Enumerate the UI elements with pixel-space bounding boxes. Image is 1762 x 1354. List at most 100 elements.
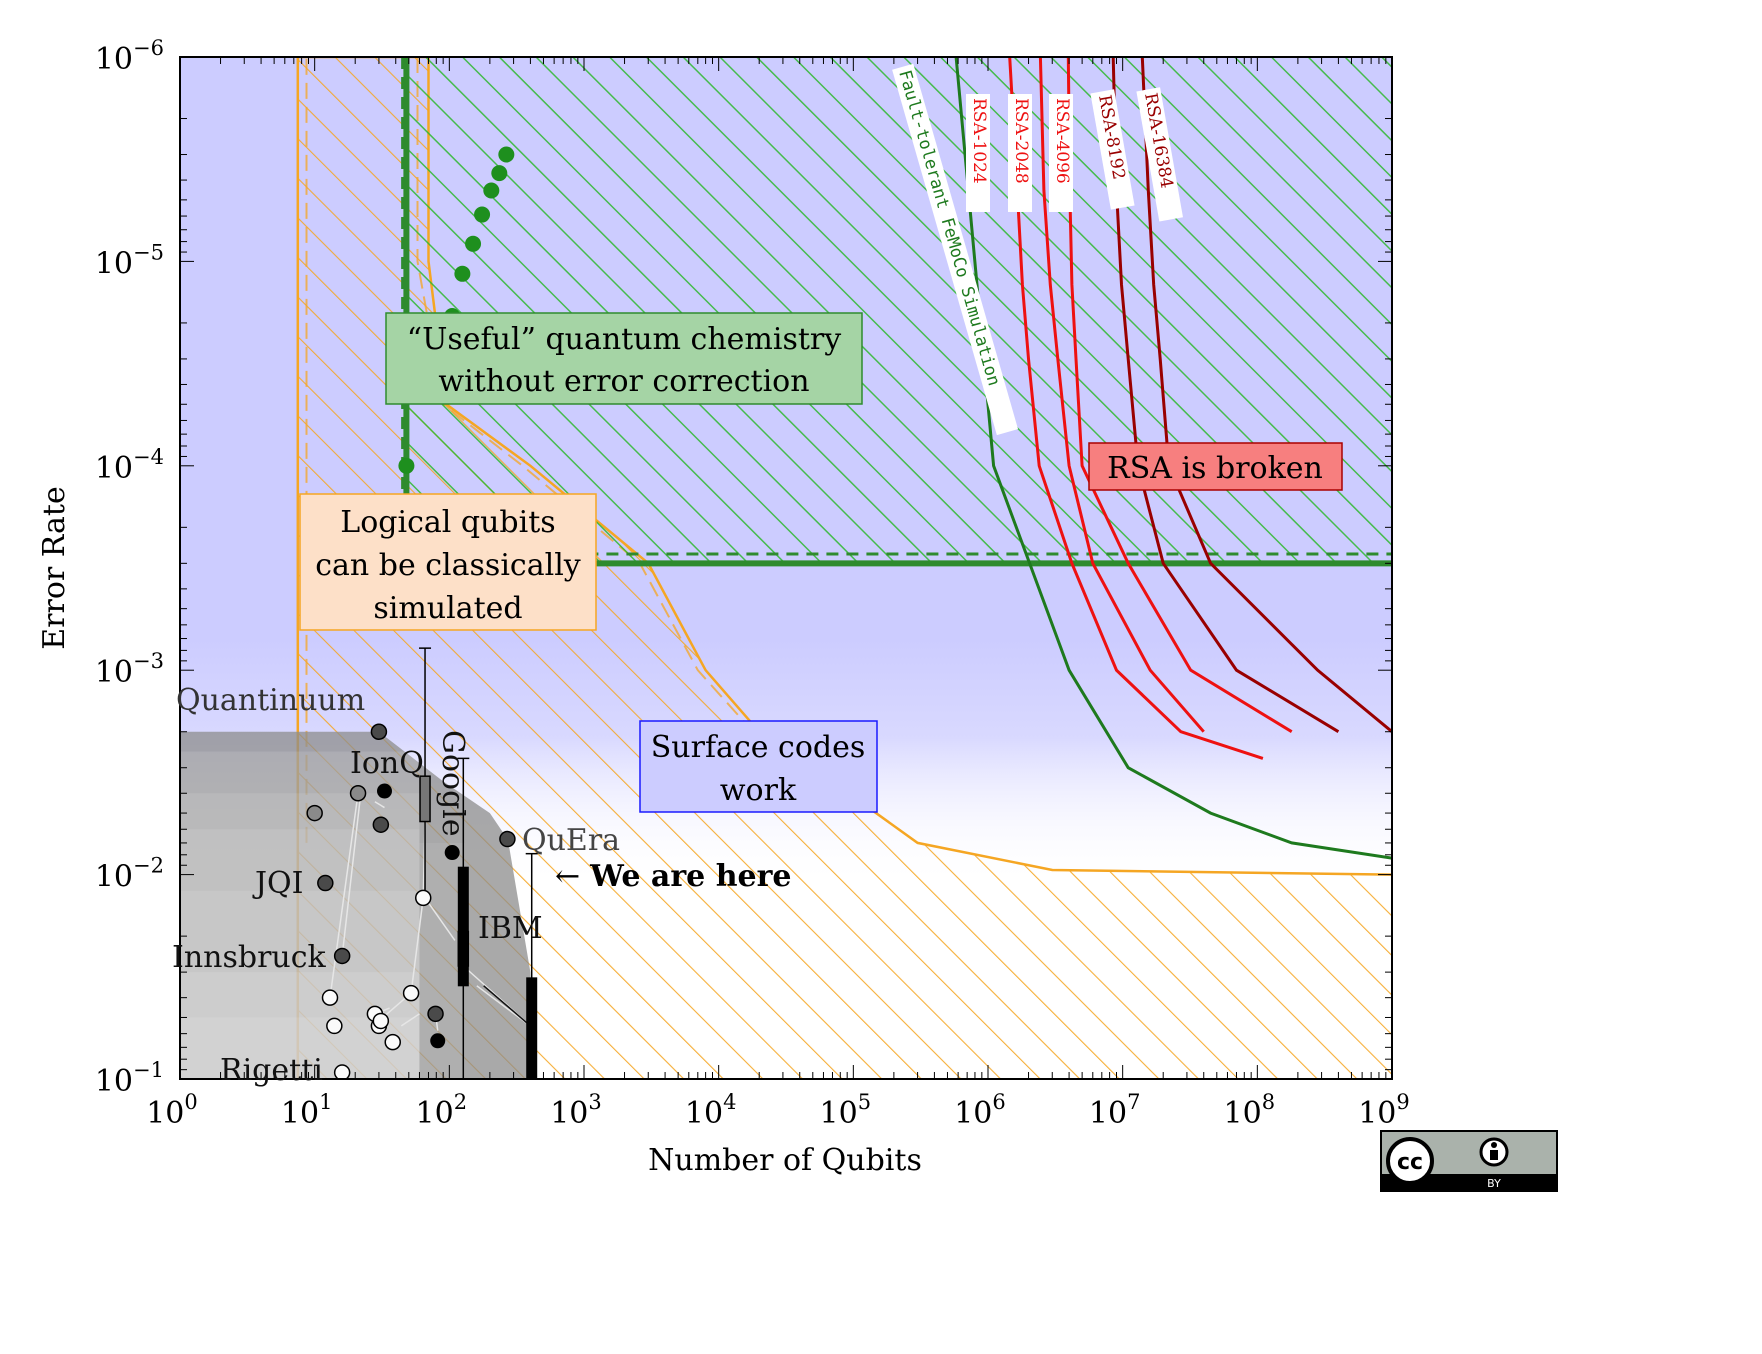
hardware-dot-gray [306,804,323,822]
x-tick-exp: 5 [858,1090,871,1114]
attribution-person-icon [1479,1137,1509,1167]
hardware-bar-black [526,977,538,1079]
y-tick-label: 10−1 [95,1058,164,1099]
hardware-progress-link [400,1013,420,1027]
svg-text:RSA-2048: RSA-2048 [1011,98,1031,184]
x-tick-exp: 8 [1262,1090,1275,1114]
x-tick-base: 10 [146,1096,184,1131]
y-tick-exp: −1 [133,1058,164,1082]
chem-dot [465,235,482,252]
hardware-dot-open [384,1033,401,1051]
label-google: Google [435,730,470,837]
hardware-dot-open [326,1017,343,1035]
hardware-region-step [180,829,420,1079]
x-tick-base: 10 [820,1096,858,1131]
y-axis-label: Error Rate [37,486,72,650]
label-ibm: IBM [478,911,543,946]
label-quantinuum: Quantinuum [176,683,365,718]
we-are-here-annotation: ←We are here [555,859,791,894]
hardware-dot-gray [349,785,367,802]
chem-dot [474,206,491,223]
classical-sim-label-line-1: Logical qubits [340,505,555,540]
y-tick-base: 10 [95,42,133,77]
y-tick-exp: −2 [133,854,164,878]
plot-frame [179,56,1393,1080]
x-tick-base: 10 [1224,1096,1262,1131]
classical-sim-label-line-2: can be classically [315,548,581,583]
cc-by-license-badge: cc BY [1380,1130,1558,1192]
hardware-dot-black [430,1033,446,1049]
rsa-2048-label: RSA-2048 [1008,94,1032,212]
chem-label-box: “Useful” quantum chemistry without error… [385,312,863,405]
hardware-dot-open [372,1012,390,1030]
x-tick-exp: 4 [723,1090,736,1114]
x-tick-exp: 3 [588,1090,601,1114]
hardware-dot-dark [372,816,390,833]
x-tick-base: 10 [685,1096,723,1131]
curve-rsa-2048 [1038,57,1205,733]
we-are-here-text: We are here [589,859,791,894]
chem-dot [398,457,415,474]
surface-codes-label-line-1: Surface codes [651,730,866,765]
hardware-region-step [180,890,420,1079]
y-tick-exp: −4 [133,445,164,469]
surface-codes-label-line-2: work [720,773,797,808]
hardware-dot-dark [317,874,334,892]
y-tick-label: 10−2 [95,854,164,895]
rsa-1024-label: RSA-1024 [966,94,990,212]
hardware-progress-link [374,801,385,809]
x-tick-base: 10 [416,1096,454,1131]
y-tick-exp: −6 [133,36,164,60]
x-tick-base: 10 [1089,1096,1127,1131]
x-tick-label: 105 [820,1090,872,1131]
x-tick-exp: 2 [454,1090,467,1114]
svg-text:RSA-4096: RSA-4096 [1052,98,1072,184]
x-tick-base: 10 [550,1096,588,1131]
license-text: BY [1487,1177,1501,1190]
y-tick-base: 10 [95,860,133,895]
hardware-capability-region [180,731,534,1079]
y-tick-exp: −5 [133,240,164,264]
x-tick-exp: 7 [1127,1090,1140,1114]
y-tick-label: 10−4 [95,445,164,486]
x-axis-label: Number of Qubits [648,1143,922,1178]
x-tick-label: 100 [146,1090,198,1131]
hardware-dot-open [402,984,420,1002]
label-ionq: IonQ [350,746,424,781]
rsa-4096-label: RSA-4096 [1049,94,1073,212]
chem-dot [483,182,500,199]
rsa-broken-label-box: RSA is broken [1088,442,1343,491]
hardware-dot-open [321,989,339,1006]
y-tick-base: 10 [95,451,133,486]
hardware-dot-black [376,783,392,799]
rsa-16384-label: RSA-16384 [1136,87,1183,222]
y-tick-base: 10 [95,655,133,690]
x-tick-label: 106 [954,1090,1006,1131]
x-tick-label: 101 [281,1090,333,1131]
chem-label-line-2: without error correction [438,364,809,399]
hardware-bar-gray [419,775,431,823]
x-tick-label: 104 [685,1090,737,1131]
chem-dot [454,265,471,282]
x-tick-label: 103 [550,1090,602,1131]
x-tick-label: 108 [1224,1090,1276,1131]
svg-text:RSA-1024: RSA-1024 [969,98,989,184]
hardware-dot-black [444,845,460,861]
region-chemistry-hatch [406,57,1392,564]
label-jqi: JQI [252,866,303,901]
x-tick-base: 10 [281,1096,319,1131]
classical-sim-label-box: Logical qubits can be classically simula… [299,493,597,631]
hardware-progress-link [483,985,531,1027]
x-tick-exp: 1 [319,1090,332,1114]
chem-label-line-1: “Useful” quantum chemistry [407,322,841,357]
label-rigetti: Rigetti [220,1053,323,1088]
label-quera: QuEra [522,823,620,858]
svg-text:cc: cc [1397,1150,1423,1175]
y-tick-base: 10 [95,246,133,281]
x-tick-label: 109 [1358,1090,1410,1131]
curve-rsa-16384 [1140,57,1392,733]
region-classical-sim-hatch [297,57,1392,1079]
x-tick-exp: 9 [1396,1090,1409,1114]
chem-dot [491,165,508,182]
